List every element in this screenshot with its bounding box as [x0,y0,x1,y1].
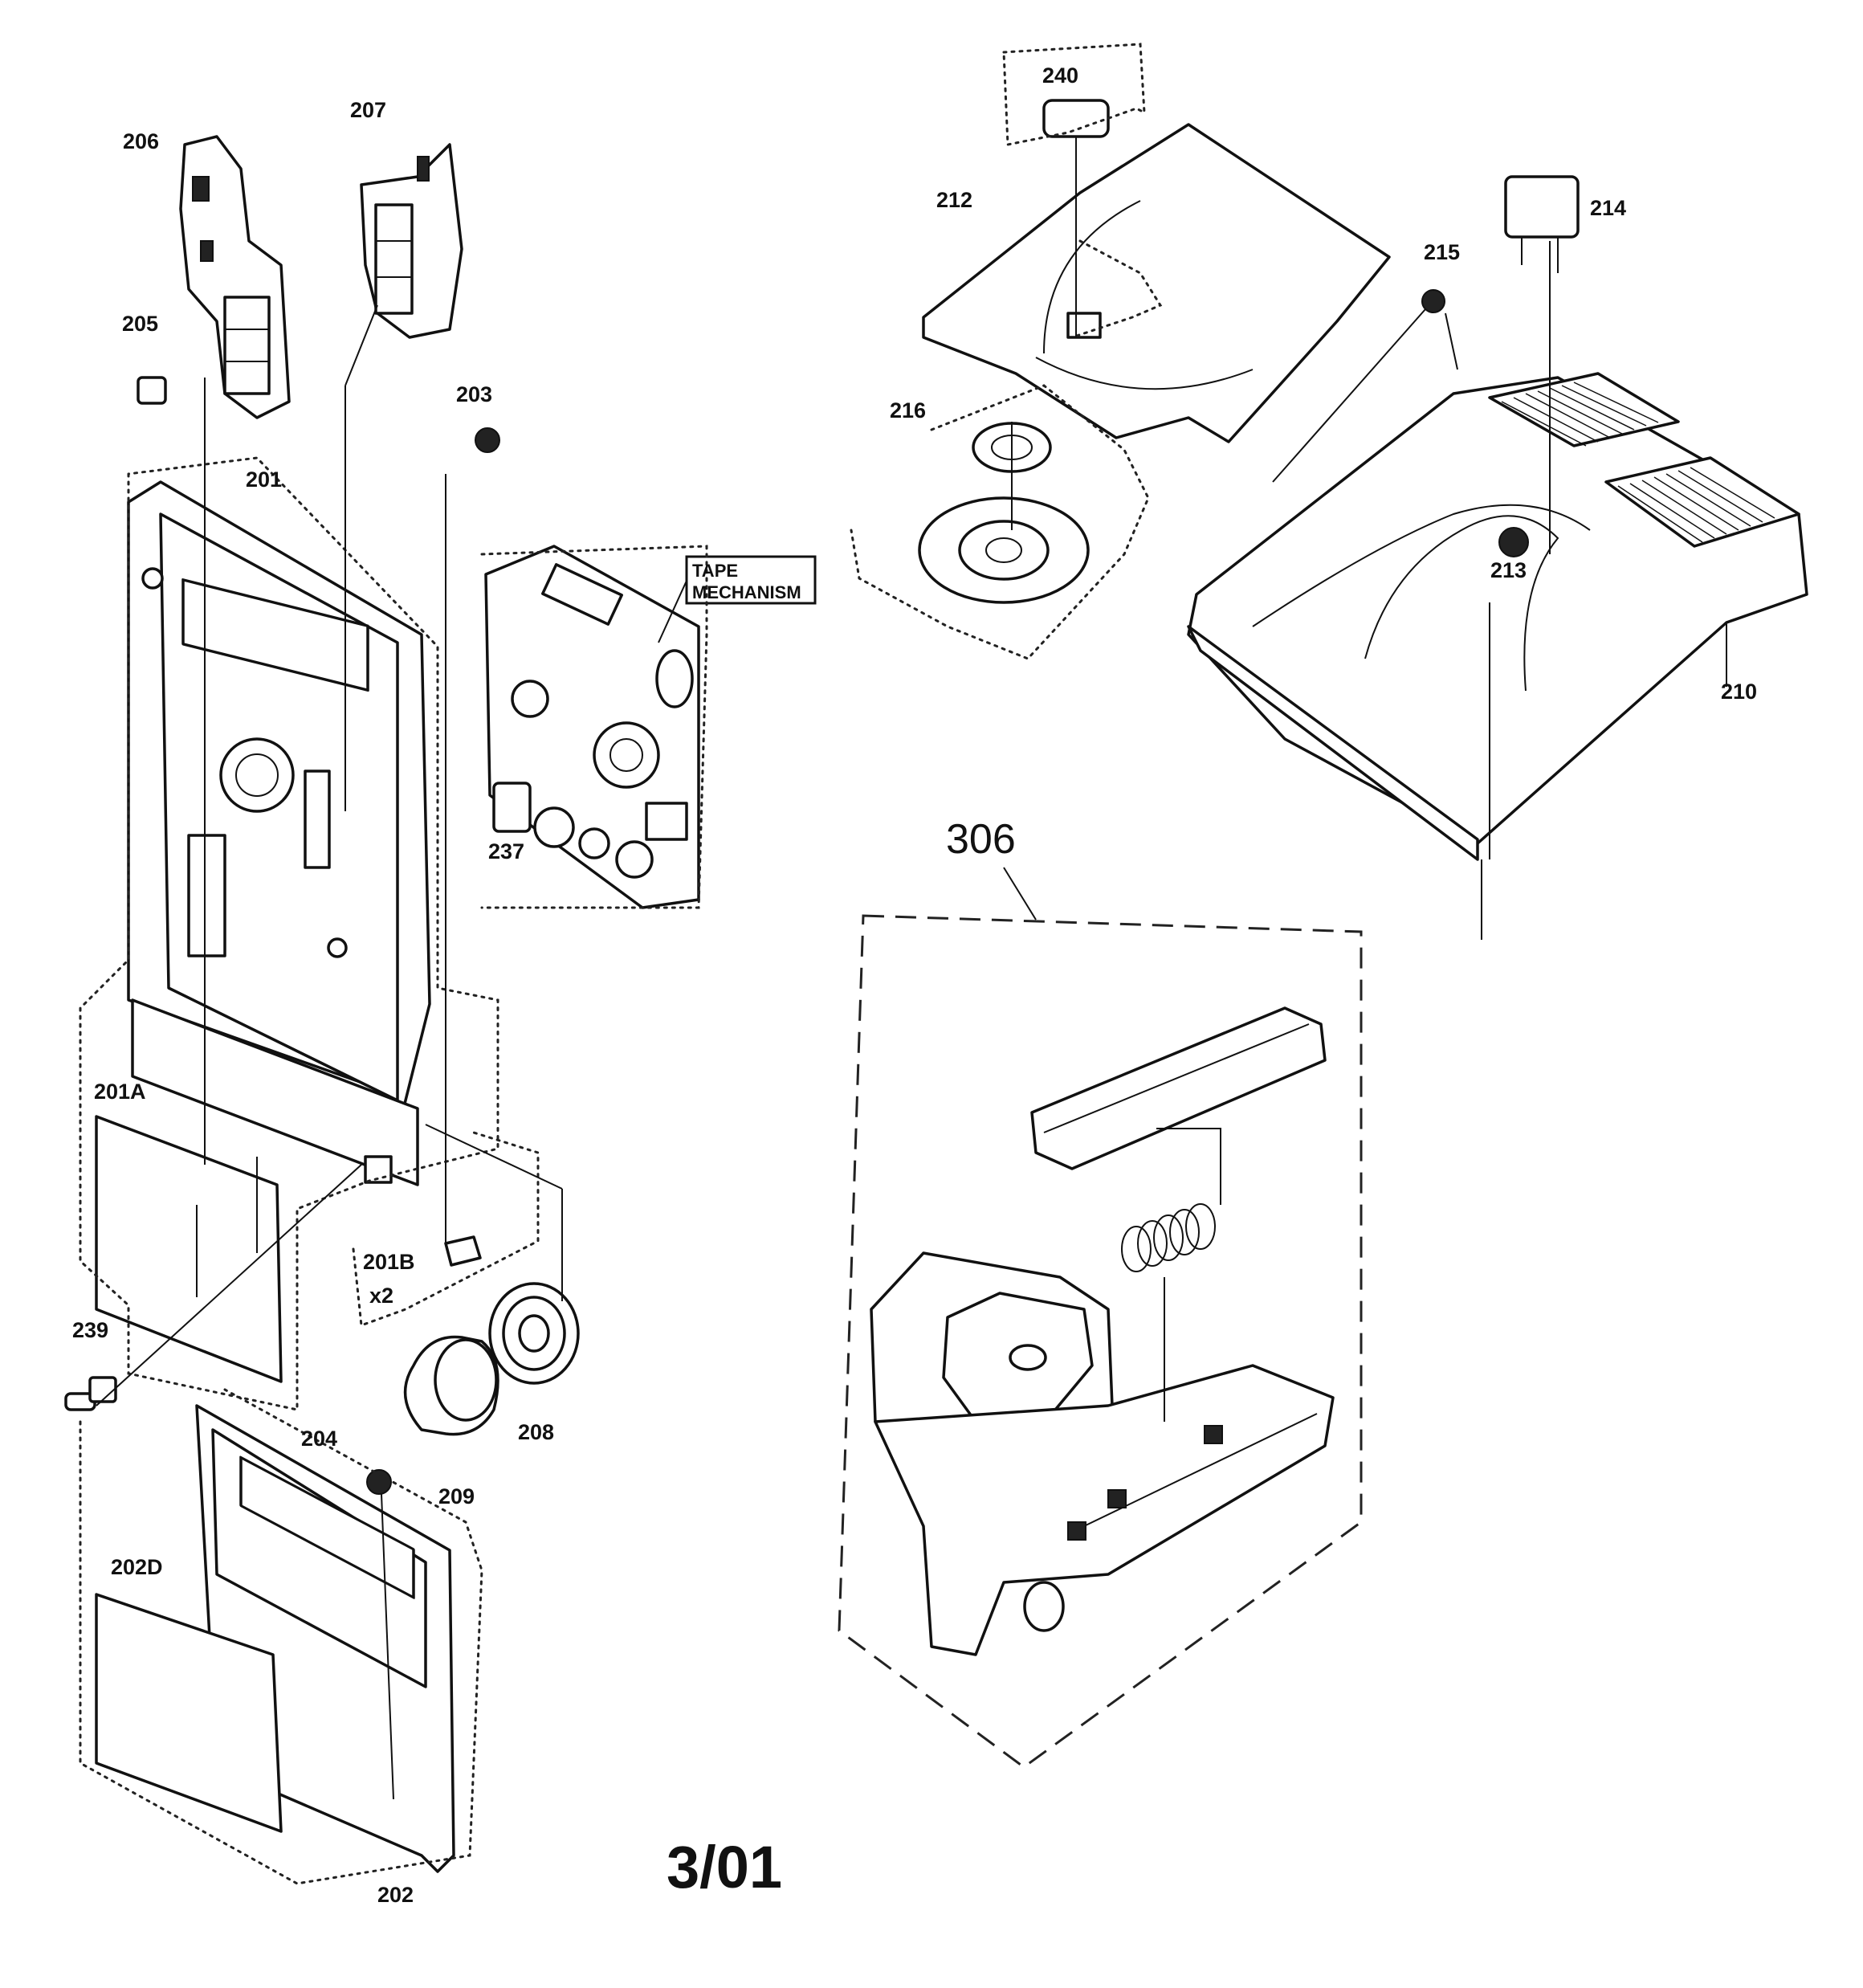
label-206: 206 [123,129,159,153]
part-204-spring [366,1469,392,1495]
part-215-spring [1421,289,1445,313]
part-210-cd-chassis [1187,372,1808,861]
leader-lines-left [79,304,708,1885]
part-214-motor [1504,175,1580,273]
part-212-cd-cover [922,123,1391,443]
label-202: 202 [377,1883,414,1907]
date-code: 3/01 [667,1834,782,1900]
part-201-front-cabinet [127,480,431,1186]
label-210: 210 [1721,680,1757,704]
label-tape-line1: TAPE [692,561,738,581]
part-number-labels: 206 207 205 203 201 237 201A 201B x2 239… [72,63,1757,1907]
tape-mechanism-label-box [685,555,817,605]
leader-lines-top-right [850,43,1727,940]
label-240: 240 [1042,63,1078,88]
part-201A-window [95,1115,283,1383]
part-306-optical-pickup [870,1006,1335,1656]
label-212: 212 [936,188,972,212]
label-tape-line2: MECHANISM [692,582,801,602]
part-202D-window [95,1593,283,1833]
part-239-screw [64,1376,117,1411]
part-306-outline [838,914,1363,1769]
part-201B-foot [444,1235,482,1267]
label-209: 209 [438,1484,475,1508]
part-216-turntable [918,422,1090,604]
part-240-clamp-pad [1042,99,1110,138]
label-306: 306 [946,816,1016,863]
leader-lines-306 [1003,867,1221,1422]
label-213: 213 [1490,558,1527,582]
label-208: 208 [518,1420,554,1444]
part-205-knob [137,376,167,405]
label-215: 215 [1424,240,1460,264]
part-209-roller [403,1335,499,1436]
label-201A: 201A [94,1080,146,1104]
label-216: 216 [890,398,926,423]
label-202D: 202D [111,1555,163,1579]
label-207: 207 [350,98,386,122]
part-203-gear [475,427,500,453]
label-239: 239 [72,1318,108,1342]
label-237: 237 [488,839,524,863]
label-201: 201 [246,467,282,492]
label-203: 203 [456,382,492,406]
label-205: 205 [122,312,158,336]
label-201B-qty: x2 [369,1284,393,1308]
part-207-button-board [360,143,463,339]
part-237-tape-mechanism [484,545,700,909]
part-206-button-board [179,135,291,419]
part-208-reel [488,1282,580,1385]
label-214: 214 [1590,196,1626,220]
label-201B: 201B [363,1250,415,1274]
label-204: 204 [301,1427,337,1451]
